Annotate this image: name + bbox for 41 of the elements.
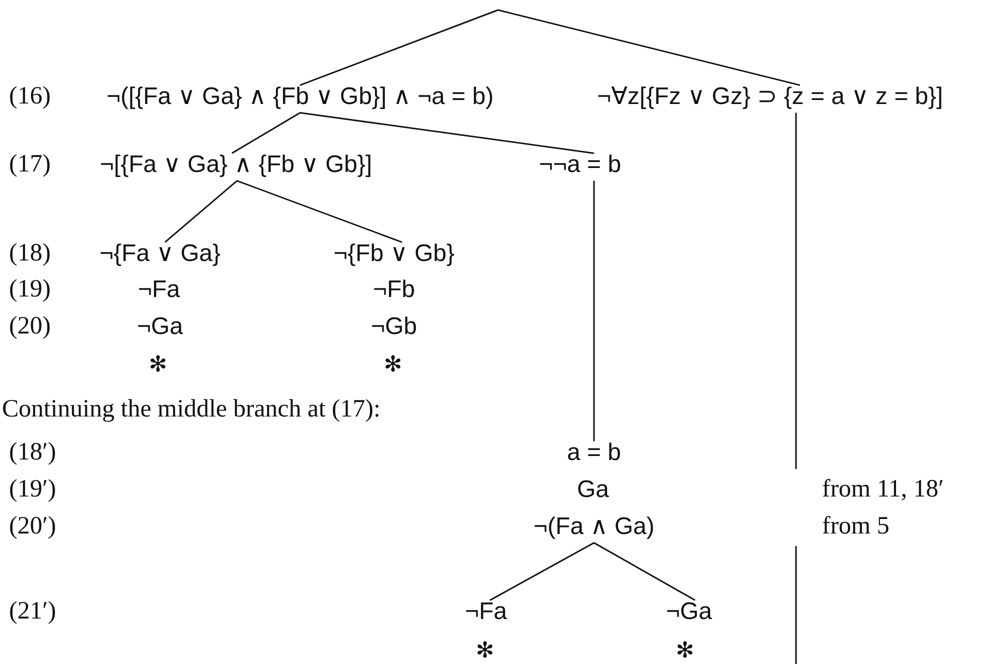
closed-branch-mark: ✻ (384, 351, 402, 377)
line-number: (20) (9, 312, 51, 342)
branch-line (593, 180, 595, 442)
line-number: (19) (9, 276, 51, 304)
formula: ¬(Fa ∧ Ga) (534, 513, 654, 541)
formula: ¬¬a = b (538, 151, 622, 179)
branch-line (232, 112, 300, 154)
formula: ¬{Fa ∨ Ga} (100, 240, 220, 268)
branch-line (594, 542, 696, 601)
justification-note: from 5 (822, 512, 890, 542)
line-number: (17) (9, 150, 51, 180)
branch-line (795, 112, 797, 469)
line-number: (18′) (9, 438, 56, 468)
closed-branch-mark: ✻ (676, 637, 694, 663)
branch-line (498, 9, 800, 86)
branch-line (236, 180, 402, 243)
branch-line (300, 112, 594, 154)
line-number: (20′) (9, 512, 56, 542)
formula: ¬Fa (464, 598, 508, 626)
closed-branch-mark: ✻ (148, 351, 168, 377)
justification-note: from 11, 18′ (822, 476, 944, 504)
branch-line (164, 180, 238, 243)
formula: ¬Ga (666, 598, 712, 626)
note-text: Continuing the middle branch at (17): (2, 396, 380, 424)
line-number: (18) (9, 240, 51, 268)
formula: Ga (577, 476, 609, 504)
formula: ¬Fb (372, 276, 416, 304)
branch-line (490, 542, 594, 601)
branch-line (300, 9, 498, 86)
formula: ¬∀z[{Fz ∨ Gz} ⊃ {z = a ∨ z = b}] (597, 83, 943, 111)
formula: a = b (566, 439, 622, 467)
closed-branch-mark: ✻ (476, 637, 494, 663)
formula: ¬{Fb ∨ Gb} (334, 240, 454, 268)
formula: ¬Gb (370, 313, 418, 341)
line-number: (21′) (9, 598, 56, 626)
formula: ¬([{Fa ∨ Ga} ∧ {Fb ∨ Gb}] ∧ ¬a = b) (106, 83, 494, 111)
formula: ¬[{Fa ∨ Ga} ∧ {Fb ∨ Gb}] (100, 151, 372, 179)
formula: ¬Ga (136, 313, 184, 341)
line-number: (16) (9, 82, 51, 112)
formula: ¬Fa (138, 276, 180, 304)
line-number: (19′) (9, 476, 56, 504)
